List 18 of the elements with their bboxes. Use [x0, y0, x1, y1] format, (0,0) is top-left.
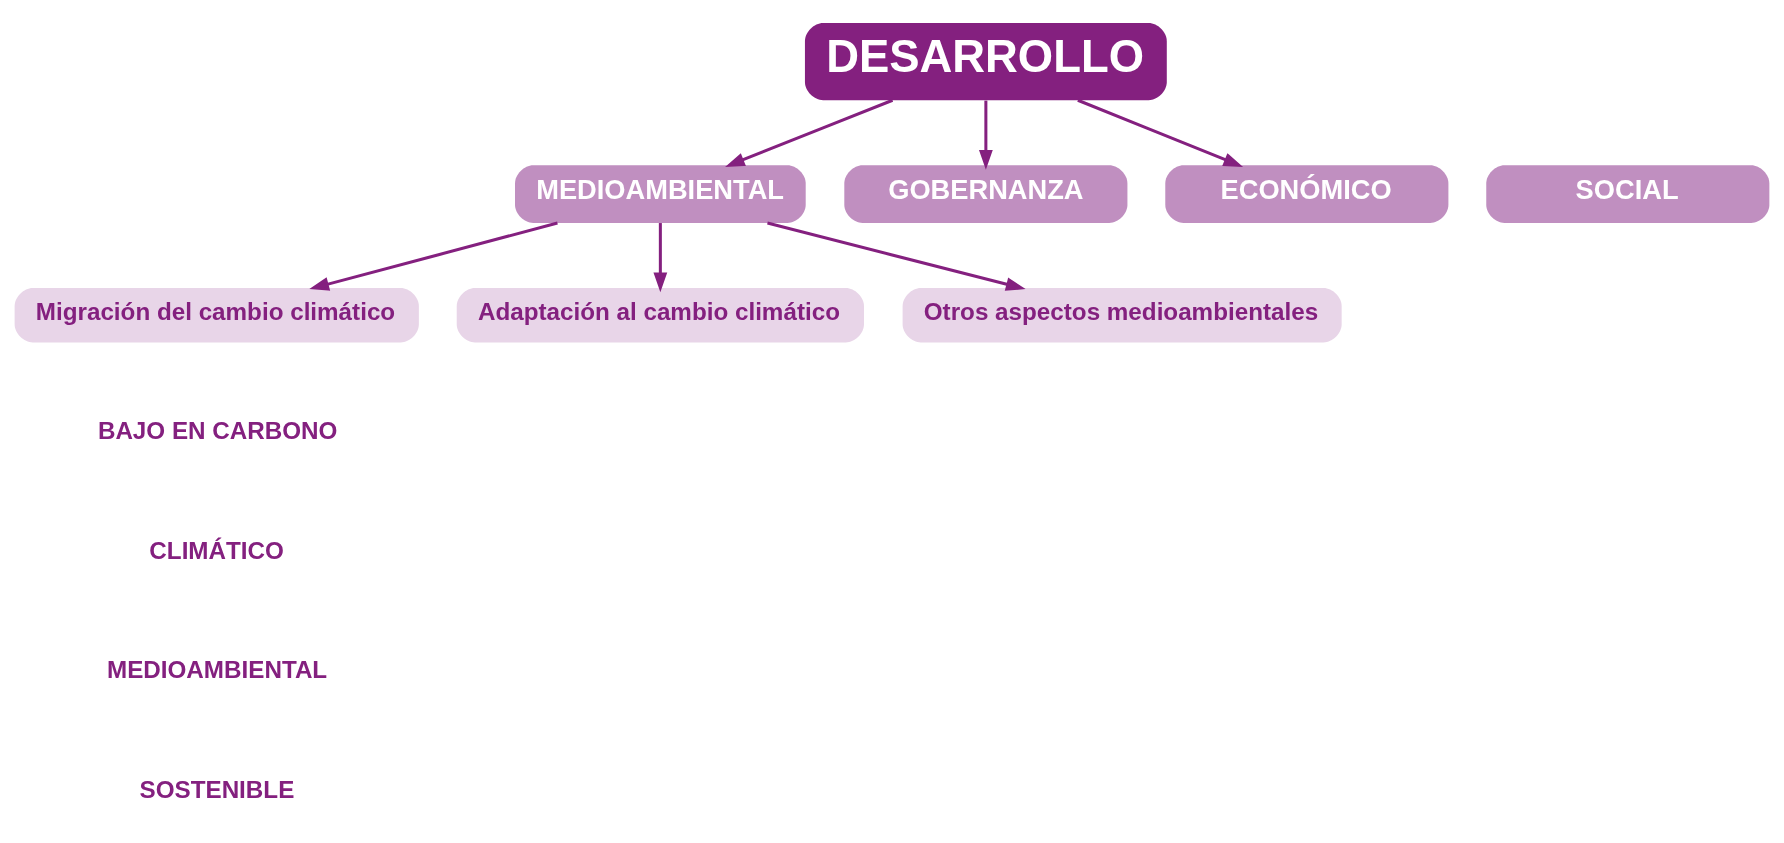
node-box: GOBERNANZA: [844, 164, 1128, 223]
node-box: DESARROLLO: [804, 22, 1167, 100]
node-box: ECONÓMICO: [1165, 164, 1449, 223]
arrow: [978, 100, 993, 170]
label: BAJO EN CARBONO: [97, 416, 338, 444]
node-box: Migración del cambio climático: [14, 287, 419, 342]
arrow: [309, 221, 558, 291]
arrow: [1077, 98, 1244, 167]
node-box: Adaptación al cambio climático: [456, 287, 864, 342]
node-box: MEDIOAMBIENTAL: [515, 164, 806, 223]
label: SOSTENIBLE: [139, 775, 295, 803]
label: MEDIOAMBIENTAL: [106, 655, 328, 683]
arrow: [725, 98, 894, 167]
arrow: [653, 222, 668, 292]
node-box: Otros aspectos medioambientales: [902, 287, 1342, 342]
node-box: SOCIAL: [1486, 164, 1770, 223]
arrow: [767, 221, 1026, 291]
label: CLIMÁTICO: [149, 536, 284, 564]
